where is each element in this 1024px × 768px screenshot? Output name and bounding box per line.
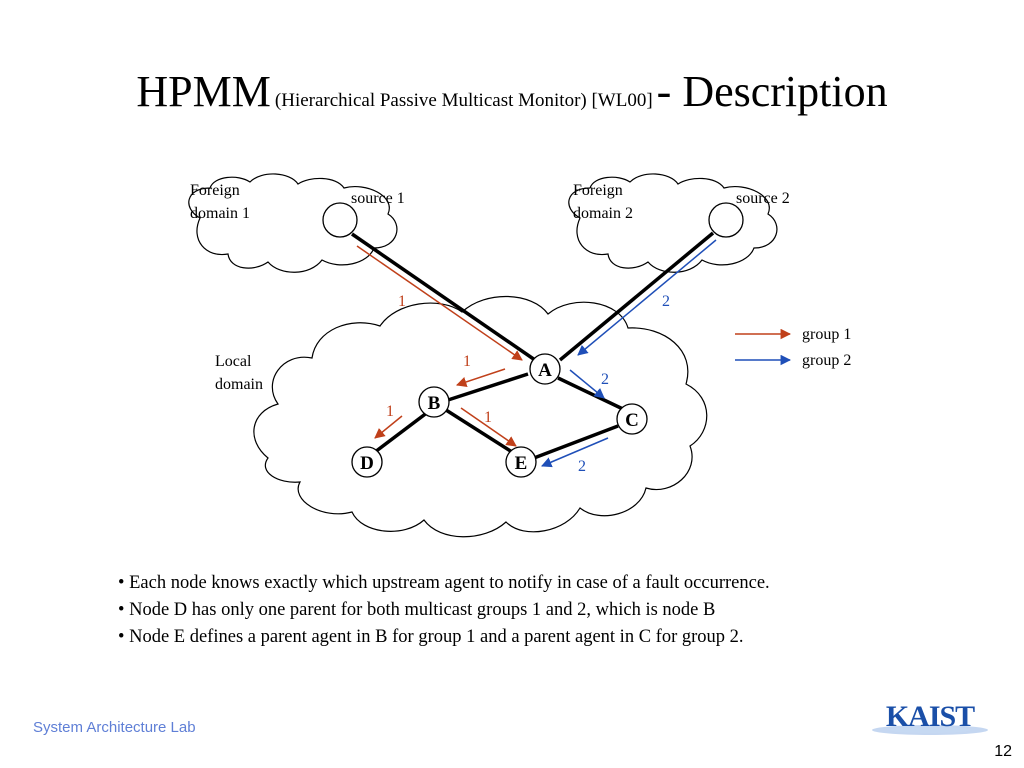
- group1-label-source: 1: [398, 293, 406, 310]
- group2-arrow-c-to-e: [541, 437, 609, 468]
- link-c-e: [533, 424, 619, 460]
- node-d: D: [351, 446, 383, 478]
- group1-label-bd: 1: [386, 403, 394, 420]
- group1-arrow-b-to-d: [374, 415, 403, 439]
- node-a-label: A: [538, 360, 552, 381]
- node-d-label: D: [360, 453, 374, 474]
- legend-group1-label: group 1: [802, 326, 851, 343]
- foreign-domain-2-cloud: [568, 173, 778, 273]
- link-b-e: [445, 408, 513, 454]
- kaist-logo: KAIST: [872, 700, 988, 735]
- group2-label-source: 2: [662, 293, 670, 310]
- group2-arrow-a-to-c: [569, 369, 605, 399]
- local-domain-cloud: [253, 295, 708, 538]
- group1-label-be: 1: [484, 409, 492, 426]
- local-domain-label-line2: domain: [215, 376, 263, 393]
- node-b: B: [418, 386, 450, 418]
- source-1-label: source 1: [351, 190, 405, 207]
- group2-label-ac: 2: [601, 371, 609, 388]
- bullet-item: • Node E defines a parent agent in B for…: [118, 627, 744, 647]
- kaist-logo-text: KAIST: [886, 700, 975, 733]
- node-b-label: B: [428, 393, 441, 414]
- node-a: A: [529, 353, 561, 385]
- local-domain-label-line1: Local: [215, 353, 252, 370]
- title-main: HPMM: [136, 67, 271, 116]
- slide-title: HPMM (Hierarchical Passive Multicast Mon…: [0, 66, 1024, 117]
- foreign-domain-2-label-line1: Foreign: [573, 182, 623, 199]
- link-source1-a: [351, 232, 536, 362]
- group1-label-ab: 1: [463, 353, 471, 370]
- footer-lab-name: System Architecture Lab: [33, 719, 196, 736]
- bullet-item: • Node D has only one parent for both mu…: [118, 600, 716, 620]
- legend-group2-label: group 2: [802, 352, 851, 369]
- node-c: C: [616, 403, 648, 435]
- group1-flow: [356, 245, 523, 447]
- group1-arrow-source-to-a: [356, 245, 523, 361]
- link-a-c: [557, 376, 626, 412]
- group1-arrow-a-to-b: [456, 368, 506, 387]
- bullet-item: • Each node knows exactly which upstream…: [118, 573, 770, 593]
- foreign-domain-1-label-line2: domain 1: [190, 205, 250, 222]
- source-1-node: [322, 202, 358, 238]
- node-e-label: E: [515, 453, 528, 474]
- link-a-b: [447, 372, 529, 402]
- link-b-d: [373, 410, 430, 454]
- foreign-domain-2-label-line2: domain 2: [573, 205, 633, 222]
- title-subtitle: (Hierarchical Passive Multicast Monitor)…: [274, 90, 653, 111]
- legend: group 1 group 2: [735, 326, 851, 369]
- group2-arrow-source-to-a: [577, 239, 717, 356]
- foreign-domain-1-cloud: [188, 173, 398, 273]
- title-tail: - Description: [656, 67, 888, 116]
- group2-label-ce: 2: [578, 458, 586, 475]
- link-source2-a: [558, 231, 715, 362]
- bullet-list: • Each node knows exactly which upstream…: [118, 570, 770, 651]
- source-2-node: [708, 202, 744, 238]
- group2-flow: [541, 239, 717, 468]
- node-e: E: [505, 446, 537, 478]
- network-links: [351, 231, 715, 460]
- source-2-label: source 2: [736, 190, 790, 207]
- page-number: 12: [994, 743, 1012, 760]
- node-c-label: C: [625, 410, 639, 431]
- foreign-domain-1-label-line1: Foreign: [190, 182, 240, 199]
- group1-arrow-b-to-e: [460, 407, 517, 447]
